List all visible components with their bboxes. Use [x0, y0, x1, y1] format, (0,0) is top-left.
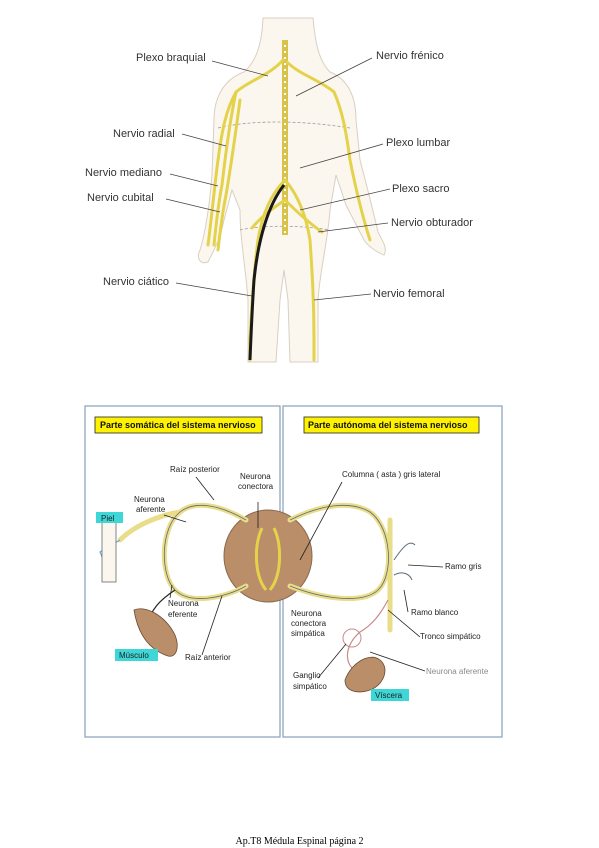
label-tronco-simpatico: Tronco simpático: [420, 632, 481, 641]
label-plexo-lumbar: Plexo lumbar: [386, 137, 451, 149]
label-nervio-obturador: Nervio obturador: [391, 217, 473, 229]
viscera-tag: [371, 689, 409, 701]
label-raiz-anterior: Raíz anterior: [185, 653, 231, 662]
label-piel: Piel: [101, 514, 115, 523]
musculo-tag: [115, 649, 158, 661]
label-viscera: Víscera: [375, 691, 403, 700]
label-plexo-braquial: Plexo braquial: [136, 52, 206, 64]
sympathetic-fiber: [346, 599, 389, 669]
autonomic-title: Parte autónoma del sistema nervioso: [308, 420, 468, 430]
label-nervio-radial: Nervio radial: [113, 128, 175, 140]
label-neurona-conectora-2: conectora: [238, 482, 274, 491]
autonomic-nerve-outline: [289, 504, 389, 599]
autonomic-title-box: [303, 416, 480, 434]
label-plexo-sacro: Plexo sacro: [392, 183, 449, 195]
label-neurona-aferente-1: Neurona: [134, 495, 165, 504]
label-neurona-eferente-1: Neurona: [168, 599, 199, 608]
muscle-shape: [133, 608, 178, 657]
label-nervio-cubital: Nervio cubital: [87, 192, 154, 204]
bottom-leader-lines: [163, 476, 444, 679]
leader-lines: [165, 57, 391, 301]
piel-tag: [96, 512, 123, 523]
page-footer: Ap.T8 Médula Espinal página 2: [235, 836, 364, 847]
viscera-shape: [344, 656, 386, 693]
label-nervio-mediano: Nervio mediano: [85, 167, 162, 179]
body-nerve-diagram: Plexo braquial Nervio frénico Nervio rad…: [85, 17, 473, 363]
label-ramo-blanco: Ramo blanco: [411, 608, 459, 617]
label-musculo: Músculo: [119, 651, 149, 660]
label-raiz-posterior: Raíz posterior: [170, 465, 220, 474]
spinal-cord-section: [223, 509, 313, 603]
sciatic-nerve-shade: [248, 184, 286, 361]
label-columna: Columna ( asta ) gris lateral: [342, 470, 440, 479]
spinal-cord-diagram: Parte somática del sistema nervioso Part…: [84, 405, 503, 738]
somatic-nerve-outline: [163, 505, 247, 599]
label-nervio-frenico: Nervio frénico: [376, 50, 444, 62]
label-neurona-aferente-auto: Neurona aferente: [426, 667, 489, 676]
label-nervio-ciatico: Nervio ciático: [103, 276, 169, 288]
label-ramo-gris: Ramo gris: [445, 562, 481, 571]
label-ganglio-2: simpático: [293, 682, 327, 691]
label-neurona-aferente-2: aferente: [136, 505, 166, 514]
label-auto-neurona-conectora-1: Neurona: [291, 609, 322, 618]
label-neurona-conectora-1: Neurona: [240, 472, 271, 481]
gray-matter: [254, 527, 282, 591]
somatic-title-box: [94, 416, 263, 434]
somatic-title: Parte somática del sistema nervioso: [100, 420, 256, 430]
label-nervio-femoral: Nervio femoral: [373, 288, 445, 300]
label-auto-neurona-conectora-3: simpática: [291, 629, 325, 638]
label-neurona-eferente-2: eferente: [168, 610, 198, 619]
rami-branches: [393, 542, 416, 581]
sympathetic-ganglion: [342, 628, 362, 648]
label-auto-neurona-conectora-2: conectora: [291, 619, 327, 628]
label-ganglio-1: Ganglio: [293, 671, 321, 680]
skin-strip: [101, 519, 117, 583]
